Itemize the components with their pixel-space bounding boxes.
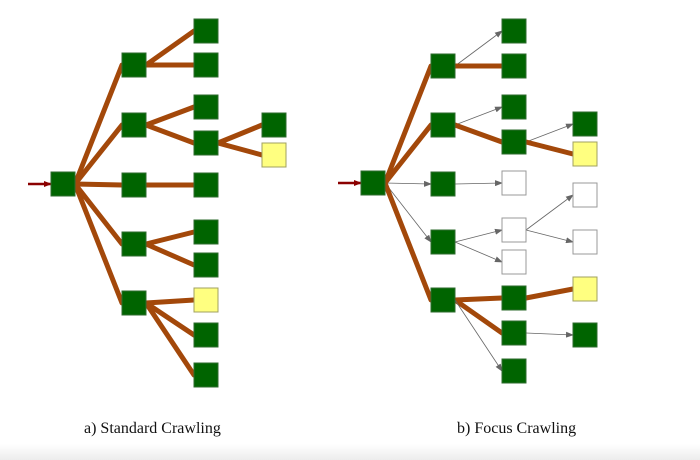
followed-link-edge (72, 181, 125, 306)
ignored-link-edge (525, 331, 574, 338)
ignored-link-edge (525, 123, 574, 143)
standard-crawling-diagram (28, 18, 287, 388)
followed-link-edge (215, 140, 265, 158)
followed-link-edge (143, 300, 197, 378)
target-page-node (193, 287, 219, 313)
visited-page-node (501, 358, 527, 384)
target-page-node (572, 141, 598, 167)
visited-page-node (501, 94, 527, 120)
visited-page-node (193, 219, 219, 245)
ignored-link-edge (454, 106, 503, 126)
followed-link-edge (452, 295, 505, 303)
followed-link-edge (523, 286, 576, 301)
visited-page-node (193, 362, 219, 388)
unvisited-page-node (501, 249, 527, 275)
visited-page-node (430, 229, 456, 255)
ignored-link-edge (454, 228, 503, 243)
ignored-link-edge (525, 229, 574, 244)
nodes (50, 18, 287, 388)
followed-link-edge (143, 241, 197, 268)
caption-standard-crawling: a) Standard Crawling (84, 420, 221, 437)
followed-link-edge (72, 181, 125, 188)
bottom-bar (0, 444, 700, 460)
unvisited-page-node (501, 217, 527, 243)
edges (338, 30, 576, 372)
target-page-node (572, 276, 598, 302)
followed-link-edge (72, 181, 125, 247)
visited-page-node (121, 112, 147, 138)
followed-link-edge (143, 28, 197, 68)
ignored-link-edge (454, 180, 503, 187)
visited-page-node (501, 53, 527, 79)
visited-page-node (121, 52, 147, 78)
followed-link-edge (143, 122, 197, 146)
visited-page-node (501, 18, 527, 44)
followed-link-edge (143, 104, 197, 128)
followed-link-edge (72, 62, 125, 187)
visited-page-node (572, 111, 598, 137)
followed-link-edge (452, 297, 505, 336)
visited-page-node (572, 322, 598, 348)
ignored-link-edge (454, 299, 503, 372)
followed-link-edge (382, 180, 434, 303)
visited-page-node (261, 112, 287, 138)
target-page-node (261, 142, 287, 168)
followed-link-edge (143, 229, 197, 247)
followed-link-edge (452, 122, 505, 145)
ignored-link-edge (384, 182, 432, 243)
visited-page-node (501, 129, 527, 155)
followed-link-edge (143, 297, 197, 306)
visited-page-node (193, 172, 219, 198)
followed-link-edge (523, 139, 576, 157)
visited-page-node (121, 290, 147, 316)
visited-page-node (121, 231, 147, 257)
unvisited-page-node (501, 170, 527, 196)
visited-page-node (50, 171, 76, 197)
visited-page-node (501, 320, 527, 346)
visited-page-node (430, 171, 456, 197)
followed-link-edge (72, 122, 125, 187)
unvisited-page-node (572, 182, 598, 208)
ignored-link-edge (454, 241, 503, 263)
visited-page-node (193, 252, 219, 278)
ignored-link-edge (525, 194, 574, 231)
followed-link-edge (143, 300, 197, 338)
visited-page-node (193, 52, 219, 78)
visited-page-node (193, 130, 219, 156)
edges (28, 28, 265, 378)
visited-page-node (501, 285, 527, 311)
focus-crawling-diagram (338, 18, 598, 384)
caption-focus-crawling: b) Focus Crawling (457, 420, 577, 437)
followed-link-edge (382, 122, 434, 186)
visited-page-node (430, 287, 456, 313)
followed-link-edge (215, 122, 265, 146)
followed-link-edge (382, 63, 434, 186)
visited-page-node (430, 53, 456, 79)
ignored-link-edge (454, 30, 503, 67)
visited-page-node (121, 172, 147, 198)
visited-page-node (430, 112, 456, 138)
visited-page-node (193, 322, 219, 348)
visited-page-node (193, 94, 219, 120)
ignored-link-edge (384, 180, 432, 187)
visited-page-node (360, 170, 386, 196)
nodes (360, 18, 598, 384)
unvisited-page-node (572, 229, 598, 255)
visited-page-node (193, 18, 219, 44)
